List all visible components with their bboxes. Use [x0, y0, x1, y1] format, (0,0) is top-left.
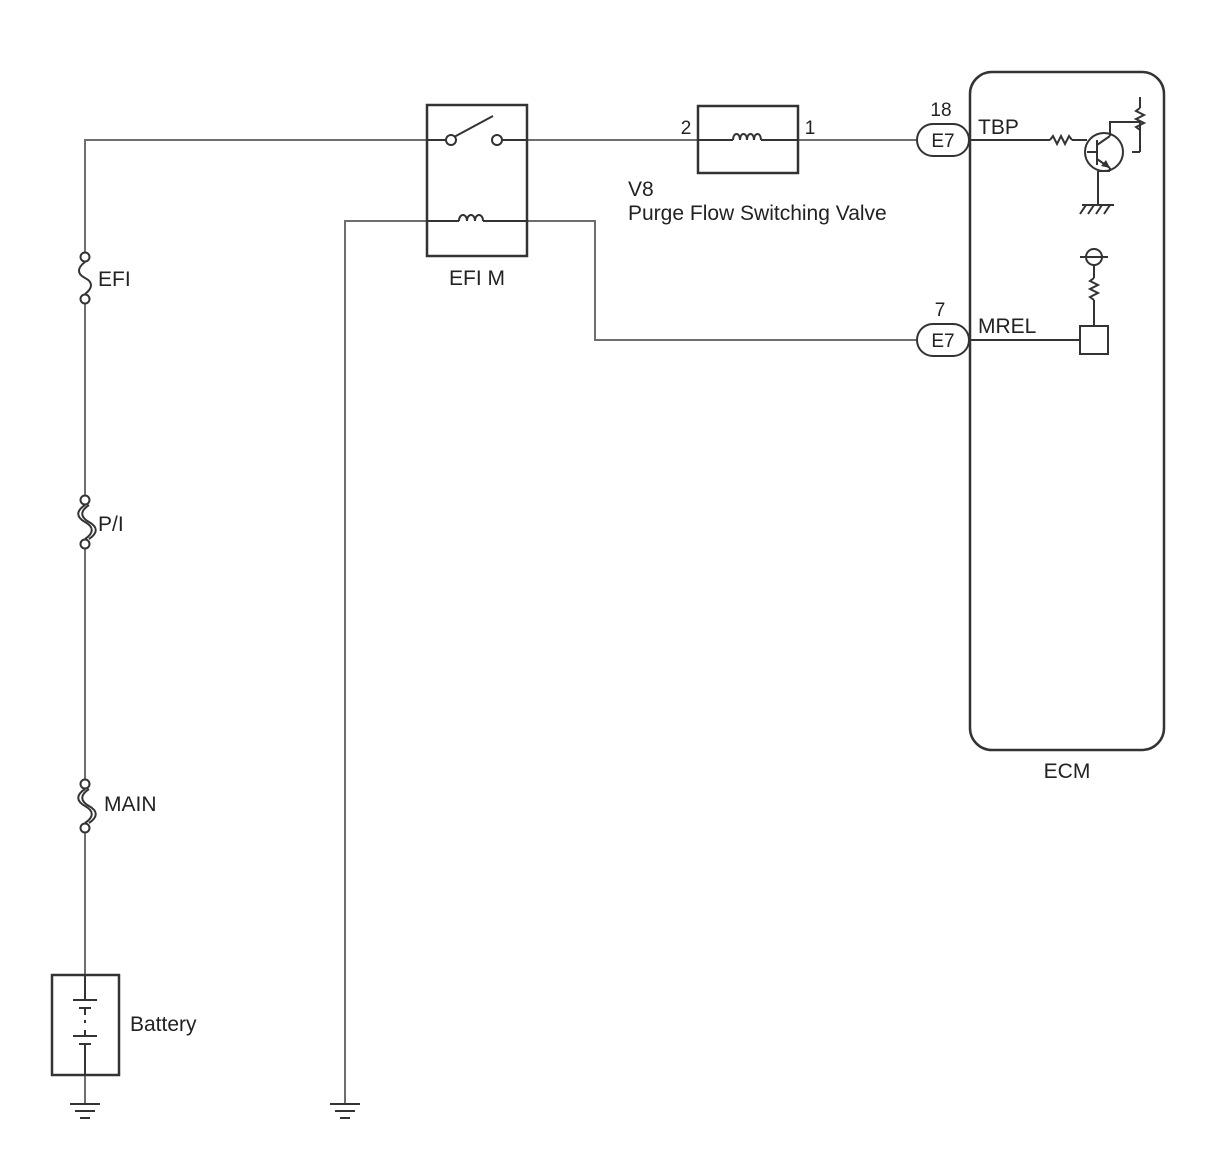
pi-fuse: P/I — [77, 494, 124, 550]
connector-mrel: E7 7 — [916, 300, 970, 357]
battery-ground-icon — [70, 1103, 100, 1119]
mrel-pullup-resistor-icon — [1087, 277, 1101, 301]
connector-tbp-id: E7 — [931, 131, 954, 152]
efi-fuse: EFI — [78, 251, 131, 305]
connector-mrel-id: E7 — [931, 331, 954, 352]
purge-valve: 2 1 V8 Purge Flow Switching Valve — [628, 104, 887, 225]
tbp-signal-label: TBP — [978, 116, 1019, 139]
efi-m-relay: EFI M — [425, 103, 529, 290]
main-fuse-label: MAIN — [104, 793, 157, 816]
pi-fuse-label: P/I — [98, 513, 124, 536]
valve-name: Purge Flow Switching Valve — [628, 202, 887, 225]
relay-label: EFI M — [449, 267, 505, 290]
mrel-driver-box — [1079, 325, 1109, 355]
mrel-signal-label: MREL — [978, 315, 1036, 338]
relay-ground-icon — [330, 1103, 360, 1119]
valve-pin-left: 2 — [681, 118, 692, 139]
collector-resistor-icon — [1133, 107, 1147, 131]
power-terminal-icon — [1080, 248, 1108, 266]
connector-tbp: E7 18 — [916, 100, 970, 157]
ecm-label: ECM — [1044, 760, 1091, 783]
connector-tbp-pin: 18 — [930, 100, 951, 121]
main-fuse: MAIN — [77, 778, 157, 834]
valve-code: V8 — [628, 178, 654, 201]
ecm-chassis-ground-icon — [1079, 204, 1114, 215]
battery: Battery — [50, 973, 197, 1077]
wire-relay-coil-to-mrel — [527, 220, 917, 341]
efi-fuse-label: EFI — [98, 268, 131, 291]
wire-relay-coil-ground — [344, 220, 427, 1104]
connector-mrel-pin: 7 — [935, 300, 946, 321]
valve-pin-right: 1 — [805, 118, 816, 139]
wires — [84, 139, 917, 1104]
wire-supply-main — [84, 139, 427, 257]
transistor-icon — [1084, 132, 1124, 172]
battery-label: Battery — [130, 1013, 197, 1036]
tbp-resistor-icon — [1049, 133, 1073, 147]
ecm: ECM TBP MREL — [968, 70, 1166, 783]
